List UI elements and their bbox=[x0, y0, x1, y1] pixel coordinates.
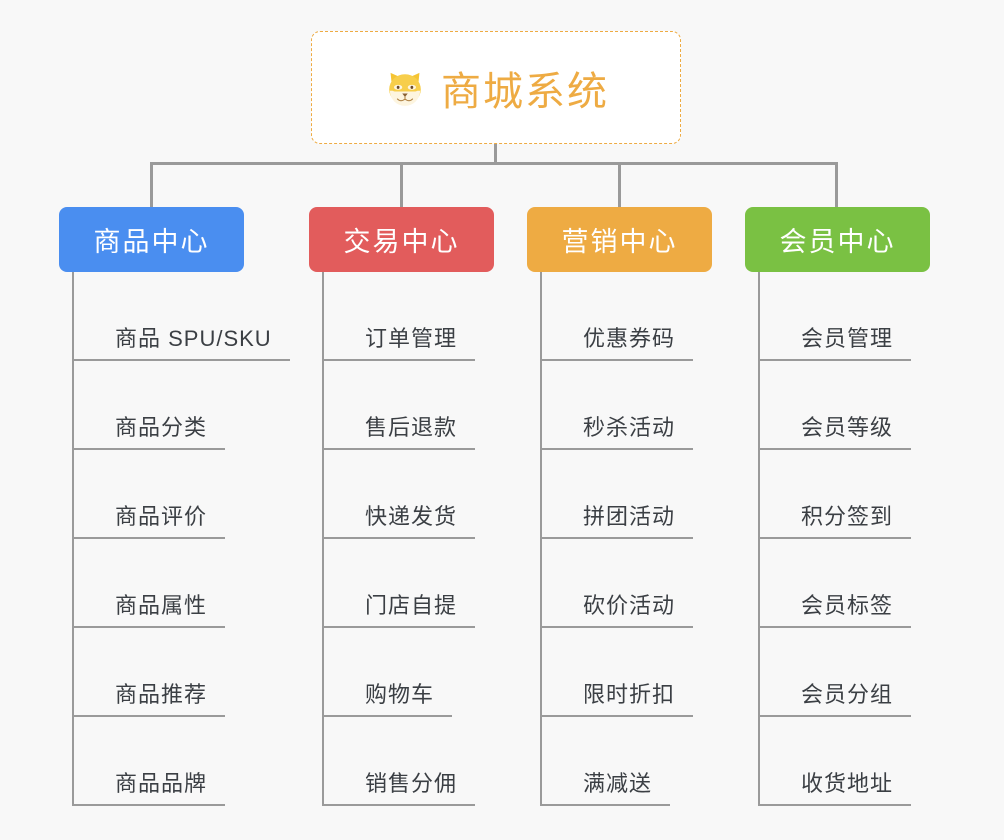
list-item[interactable]: 会员分组 bbox=[758, 628, 930, 717]
column-items-trade-center: 订单管理 售后退款 快递发货 门店自提 购物车 销售分佣 bbox=[322, 272, 494, 806]
list-item[interactable]: 门店自提 bbox=[322, 539, 494, 628]
list-item-label: 会员等级 bbox=[793, 415, 912, 450]
connector-drop-1 bbox=[150, 162, 153, 207]
list-item[interactable]: 快递发货 bbox=[322, 450, 494, 539]
shiba-inu-dog-face-icon bbox=[383, 66, 427, 110]
column-header-label: 商品中心 bbox=[93, 227, 210, 257]
list-item-label: 会员标签 bbox=[793, 593, 912, 628]
list-item[interactable]: 会员等级 bbox=[758, 361, 930, 450]
list-item[interactable]: 满减送 bbox=[540, 717, 712, 806]
list-item-label: 优惠券码 bbox=[575, 326, 694, 361]
column-items-product-center: 商品 SPU/SKU 商品分类 商品评价 商品属性 商品推荐 商品品牌 bbox=[72, 272, 290, 806]
list-item-label: 收货地址 bbox=[793, 771, 912, 806]
list-item[interactable]: 销售分佣 bbox=[322, 717, 494, 806]
column-trunk-line bbox=[758, 272, 760, 806]
list-item-label: 销售分佣 bbox=[357, 771, 476, 806]
list-item[interactable]: 购物车 bbox=[322, 628, 494, 717]
list-item-label: 商品评价 bbox=[107, 504, 226, 539]
root-title: 商城系统 bbox=[441, 69, 609, 114]
column-header-product-center[interactable]: 商品中心 bbox=[59, 207, 244, 272]
list-item-label: 商品品牌 bbox=[107, 771, 226, 806]
connector-drop-4 bbox=[835, 162, 838, 207]
list-item[interactable]: 商品评价 bbox=[72, 450, 244, 539]
column-trunk-line bbox=[72, 272, 74, 806]
column-header-trade-center[interactable]: 交易中心 bbox=[309, 207, 494, 272]
list-item[interactable]: 售后退款 bbox=[322, 361, 494, 450]
list-item[interactable]: 拼团活动 bbox=[540, 450, 712, 539]
list-item-label: 快递发货 bbox=[357, 504, 476, 539]
list-item[interactable]: 商品推荐 bbox=[72, 628, 244, 717]
list-item-label: 拼团活动 bbox=[575, 504, 694, 539]
list-item[interactable]: 商品 SPU/SKU bbox=[72, 272, 290, 361]
column-member-center: 会员中心 会员管理 会员等级 积分签到 会员标签 会员分组 收货地址 bbox=[745, 207, 930, 806]
list-item-label: 商品推荐 bbox=[107, 682, 226, 717]
list-item-label: 商品 SPU/SKU bbox=[107, 326, 290, 361]
column-trunk-line bbox=[322, 272, 324, 806]
root-node-shop-system[interactable]: 商城系统 bbox=[311, 31, 681, 144]
list-item[interactable]: 商品品牌 bbox=[72, 717, 244, 806]
list-item[interactable]: 会员标签 bbox=[758, 539, 930, 628]
list-item-label: 限时折扣 bbox=[575, 682, 694, 717]
list-item[interactable]: 秒杀活动 bbox=[540, 361, 712, 450]
list-item-label: 售后退款 bbox=[357, 415, 476, 450]
column-marketing-center: 营销中心 优惠券码 秒杀活动 拼团活动 砍价活动 限时折扣 满减送 bbox=[527, 207, 712, 806]
connector-horizontal-bar bbox=[150, 162, 838, 165]
list-item[interactable]: 收货地址 bbox=[758, 717, 930, 806]
column-trunk-line bbox=[540, 272, 542, 806]
list-item[interactable]: 限时折扣 bbox=[540, 628, 712, 717]
column-header-label: 交易中心 bbox=[343, 227, 460, 257]
list-item-label: 购物车 bbox=[357, 682, 453, 717]
list-item-label: 门店自提 bbox=[357, 593, 476, 628]
connector-drop-3 bbox=[618, 162, 621, 207]
list-item[interactable]: 优惠券码 bbox=[540, 272, 712, 361]
list-item[interactable]: 积分签到 bbox=[758, 450, 930, 539]
list-item-label: 积分签到 bbox=[793, 504, 912, 539]
list-item-label: 商品属性 bbox=[107, 593, 226, 628]
column-items-member-center: 会员管理 会员等级 积分签到 会员标签 会员分组 收货地址 bbox=[758, 272, 930, 806]
column-trade-center: 交易中心 订单管理 售后退款 快递发货 门店自提 购物车 销售分佣 bbox=[309, 207, 494, 806]
list-item-label: 会员管理 bbox=[793, 326, 912, 361]
list-item-label: 订单管理 bbox=[357, 326, 476, 361]
connector-root-stem bbox=[494, 144, 497, 165]
list-item[interactable]: 会员管理 bbox=[758, 272, 930, 361]
column-header-label: 营销中心 bbox=[561, 227, 678, 257]
list-item-label: 砍价活动 bbox=[575, 593, 694, 628]
column-header-label: 会员中心 bbox=[779, 227, 896, 257]
list-item[interactable]: 商品分类 bbox=[72, 361, 244, 450]
list-item-label: 满减送 bbox=[575, 771, 671, 806]
list-item[interactable]: 商品属性 bbox=[72, 539, 244, 628]
list-item-label: 商品分类 bbox=[107, 415, 226, 450]
column-header-member-center[interactable]: 会员中心 bbox=[745, 207, 930, 272]
connector-drop-2 bbox=[400, 162, 403, 207]
column-items-marketing-center: 优惠券码 秒杀活动 拼团活动 砍价活动 限时折扣 满减送 bbox=[540, 272, 712, 806]
column-header-marketing-center[interactable]: 营销中心 bbox=[527, 207, 712, 272]
list-item[interactable]: 订单管理 bbox=[322, 272, 494, 361]
list-item-label: 秒杀活动 bbox=[575, 415, 694, 450]
list-item-label: 会员分组 bbox=[793, 682, 912, 717]
list-item[interactable]: 砍价活动 bbox=[540, 539, 712, 628]
column-product-center: 商品中心 商品 SPU/SKU 商品分类 商品评价 商品属性 商品推荐 商品品牌 bbox=[59, 207, 290, 806]
